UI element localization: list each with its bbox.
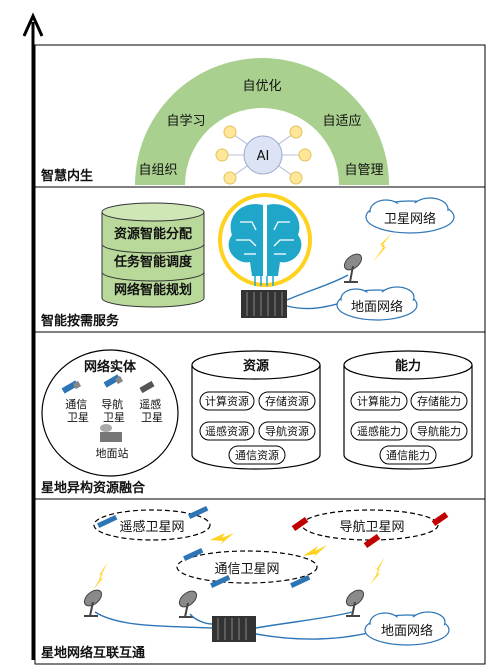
lightning-icon — [210, 533, 234, 545]
satellite-icon — [103, 374, 124, 388]
layer-label-fusion: 星地异构资源融合 — [41, 480, 146, 496]
navigation-net-label: 导航卫星网 — [339, 519, 404, 535]
entity-nav-satellite: 导航 卫星 — [101, 397, 127, 424]
entity-comm-satellite: 通信 卫星 — [65, 398, 91, 424]
ai-node — [289, 171, 303, 185]
capability-pill — [350, 391, 408, 411]
satellite-network-cloud — [365, 197, 455, 234]
satellite-icon — [290, 574, 311, 588]
arc-item-self-adapt: 自适应 — [322, 113, 361, 129]
capability-compute: 计算能力 — [357, 394, 401, 408]
satellite-dish-icon — [343, 253, 363, 283]
satellite-icon — [97, 514, 118, 528]
ai-core-circle — [243, 135, 283, 175]
ground-network-label: 地面网络 — [351, 299, 403, 315]
remote-sensing-net-ellipse — [93, 509, 211, 541]
resource-pill — [258, 421, 316, 441]
capability-cylinder — [343, 350, 473, 470]
navigation-net-ellipse — [301, 509, 439, 541]
satellite-dish-icon — [345, 589, 365, 617]
layer-box-interconnect — [34, 498, 486, 665]
resource-compute: 计算资源 — [205, 394, 249, 408]
server-to-groundstation-link — [286, 274, 349, 301]
intelligence-arc — [135, 58, 389, 185]
ai-brain-icon — [218, 193, 312, 287]
entity-remote-satellite: 遥感 卫星 — [139, 398, 165, 424]
capability-pill — [410, 391, 468, 411]
resource-storage: 存储资源 — [265, 394, 309, 408]
layer-label-intelligence: 智慧内生 — [41, 168, 93, 184]
remote-sensing-net-label: 遥感卫星网 — [119, 519, 184, 535]
ground-network-cloud — [336, 286, 418, 321]
ground-station-icon — [100, 424, 122, 442]
network-entity-title: 网络实体 — [84, 359, 137, 375]
ground-link — [189, 613, 213, 625]
ground-link — [255, 611, 353, 629]
capability-pill — [350, 421, 408, 441]
ground-network-cloud — [364, 611, 450, 646]
resource-pill — [258, 391, 316, 411]
entity-ground-station: 地面站 — [96, 446, 129, 460]
ai-node — [289, 125, 303, 139]
server-rack-icon — [212, 616, 256, 642]
resource-pill — [228, 445, 286, 465]
capability-pill — [410, 421, 468, 441]
server-rack-icon — [241, 290, 287, 318]
stack-item-task-scheduling: 任务智能调度 — [113, 254, 193, 270]
stack-item-network-planning: 网络智能规划 — [114, 282, 192, 298]
arc-item-self-manage: 自管理 — [344, 163, 383, 178]
satellite-icon — [61, 380, 82, 394]
resource-pill — [199, 391, 255, 411]
satellite-icon — [183, 547, 204, 561]
satellite-icon — [139, 380, 155, 394]
resource-navigation: 导航资源 — [265, 424, 309, 438]
service-database-stack — [101, 202, 205, 308]
comm-net-ellipse — [176, 550, 318, 584]
lightning-icon — [93, 562, 108, 590]
satellite-dish-icon — [83, 589, 103, 617]
capability-communication: 通信能力 — [386, 448, 430, 462]
capability-title: 能力 — [395, 358, 421, 374]
satellite-icon — [188, 505, 209, 519]
layer-label-service: 智能按需服务 — [41, 313, 120, 329]
satellite-icon — [363, 533, 381, 549]
arc-item-self-optimize: 自优化 — [242, 79, 281, 94]
lightning-icon — [303, 545, 327, 558]
ai-node — [223, 125, 237, 139]
satellite-dish-icon — [178, 590, 198, 618]
ground-network-label-bottom: 地面网络 — [381, 623, 433, 639]
ai-core-label: AI — [257, 149, 270, 164]
axis-arrowhead — [22, 12, 44, 37]
satellite-network-label: 卫星网络 — [384, 211, 436, 227]
server-to-ground-link — [286, 301, 346, 310]
ai-node — [215, 148, 229, 162]
satellite-icon — [291, 516, 309, 532]
lightning-icon — [370, 557, 385, 585]
comm-net-label: 通信卫星网 — [214, 562, 279, 577]
satellite-icon — [210, 574, 231, 588]
resource-remote-sensing: 遥感资源 — [205, 424, 249, 438]
arc-item-self-organize: 自组织 — [138, 163, 177, 178]
satellite-icon — [431, 511, 449, 527]
ground-link — [255, 631, 373, 640]
layer-label-interconnect: 星地网络互联互通 — [41, 645, 145, 661]
ground-link — [94, 611, 213, 629]
ai-node — [298, 148, 312, 162]
resource-cylinder — [191, 350, 321, 470]
resource-communication: 通信资源 — [235, 448, 279, 462]
capability-pill — [379, 445, 437, 465]
arc-item-self-learn: 自学习 — [166, 113, 205, 129]
stack-item-resource-allocation: 资源智能分配 — [114, 226, 192, 242]
capability-remote-sensing: 遥感能力 — [357, 424, 401, 438]
ai-node — [223, 171, 237, 185]
capability-storage: 存储能力 — [417, 394, 461, 408]
lightning-icon — [373, 233, 392, 262]
capability-navigation: 导航能力 — [417, 424, 461, 438]
resource-title: 资源 — [243, 358, 269, 374]
resource-pill — [199, 421, 255, 441]
